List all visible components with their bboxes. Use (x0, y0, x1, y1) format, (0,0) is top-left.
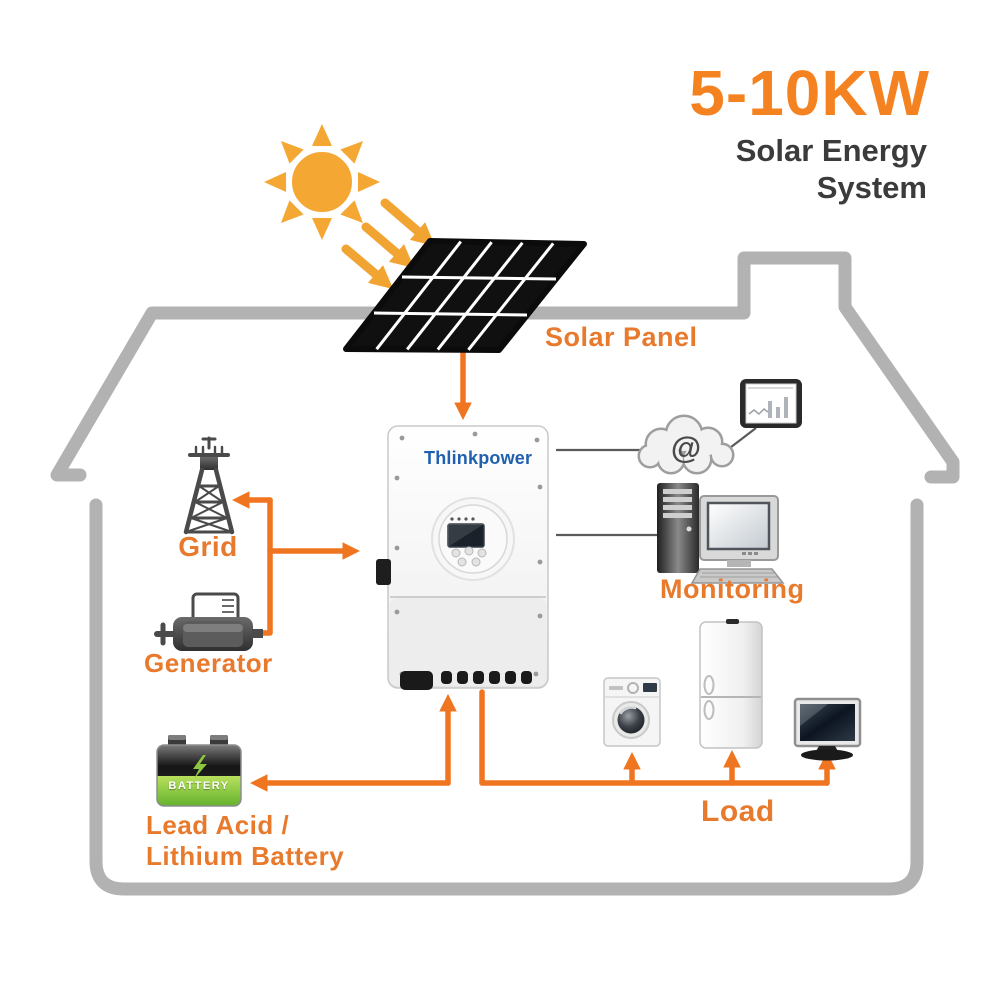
inverter-side-switch (376, 559, 391, 585)
tablet-icon (740, 379, 802, 428)
grid-tower-icon (183, 436, 235, 535)
inverter-display (431, 497, 515, 581)
label-monitoring: Monitoring (660, 574, 805, 604)
title-line2: System (816, 170, 927, 205)
label-battery-line1: Lead Acid / (146, 810, 290, 840)
inverter-device (376, 425, 549, 690)
title-line1: Solar Energy (735, 133, 927, 168)
inverter-screws (394, 431, 543, 677)
cloud-at-icon (637, 414, 735, 475)
power-connection-arrows (231, 350, 836, 792)
inverter-brand-logo: Thlinkpower (424, 448, 533, 468)
label-solar-panel: Solar Panel (545, 322, 698, 352)
label-battery-line2: Lithium Battery (146, 841, 345, 871)
generator-icon (154, 592, 263, 651)
label-grid: Grid (178, 531, 238, 562)
washing-machine-icon (603, 677, 661, 747)
grid-generator-junction-line (235, 497, 273, 636)
house-roof-outline (50, 251, 960, 484)
computer-icon (657, 483, 785, 584)
inverter-bottom-connectors (400, 671, 532, 690)
tv-icon (793, 697, 862, 761)
sunlight-arrow (361, 222, 415, 269)
battery-body-text: BATTERY (168, 780, 230, 792)
sun-icon (264, 124, 380, 240)
label-generator: Generator (144, 648, 273, 678)
house-outline (50, 251, 960, 896)
sunlight-arrow (380, 198, 436, 247)
cloud-at-symbol: @ (670, 430, 702, 465)
sunlight-arrows (341, 198, 436, 290)
inverter-to-load-line (479, 689, 830, 786)
house-walls-outline (89, 498, 924, 896)
sunlight-arrow (341, 244, 394, 290)
battery-icon (156, 735, 242, 807)
solar-panel-icon (343, 238, 587, 353)
lightning-bolt-icon (193, 755, 207, 779)
label-battery: Lead Acid /Lithium Battery (146, 810, 344, 872)
label-load: Load (701, 795, 775, 828)
refrigerator-icon (699, 619, 763, 749)
title-power-range: 5-10KW (689, 57, 930, 129)
